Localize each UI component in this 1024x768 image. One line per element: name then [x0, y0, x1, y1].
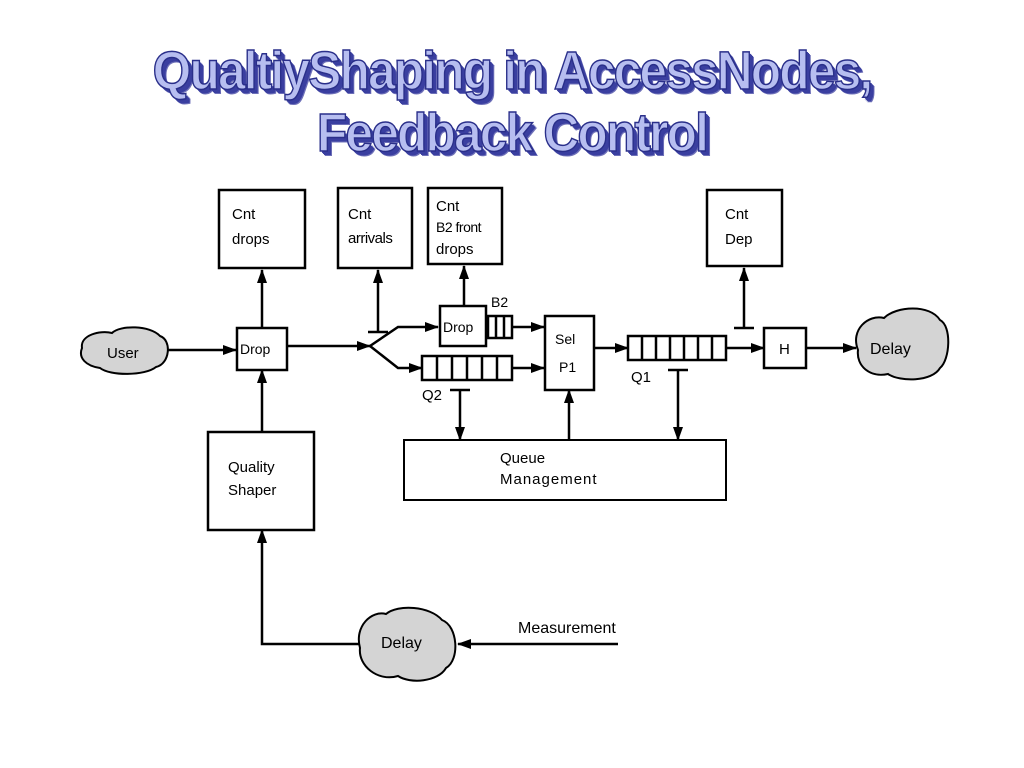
arrow-split-to-q2 [369, 345, 423, 373]
b2-label: B2 [491, 294, 508, 310]
q1-buffer [626, 334, 728, 362]
sel-label: Sel [555, 331, 575, 347]
arrow-delay-to-shaper [257, 529, 360, 646]
queue-management-line2: Management [500, 471, 598, 488]
delay-out-label: Delay [870, 341, 911, 358]
cnt-dep-line2: Dep [725, 231, 753, 248]
drop-main-box [235, 326, 289, 372]
cnt-drops-box [217, 188, 307, 270]
drop-main-label: Drop [240, 341, 271, 357]
b2-buffer [486, 314, 514, 340]
quality-shaper-line2: Shaper [228, 482, 276, 499]
cnt-b2-line2: B2 front [436, 219, 482, 235]
queue-management-box [403, 439, 727, 501]
cnt-arrivals-line2: arrivals [348, 230, 392, 247]
user-label: User [107, 345, 139, 362]
cnt-dep-line1: Cnt [725, 206, 749, 223]
quality-shaper-box [206, 430, 316, 532]
user-cloud [80, 326, 169, 375]
cnt-drops-line1: Cnt [232, 206, 256, 223]
drop-b2-label: Drop [443, 319, 474, 335]
p1-label: P1 [559, 359, 576, 375]
delay-feedback-label: Delay [381, 635, 422, 652]
q2-label: Q2 [422, 387, 442, 404]
cnt-dep-box [705, 188, 784, 268]
sel-p1-box [543, 314, 596, 392]
queue-management-line1: Queue [500, 450, 545, 467]
cnt-arrivals-line1: Cnt [348, 206, 372, 223]
h-box [762, 326, 808, 370]
slide-title: QualtiyShaping in AccessNodes, Feedback … [152, 40, 874, 164]
cnt-b2-line3: drops [436, 241, 474, 258]
cnt-b2-line1: Cnt [436, 198, 460, 215]
cnt-arrivals-box [336, 186, 414, 270]
delay-out-cloud [855, 307, 950, 381]
drop-b2-box [438, 304, 488, 348]
arrow-split-to-drop-b2 [369, 322, 439, 348]
q1-label: Q1 [631, 369, 651, 386]
cnt-b2-front-drops-box [426, 186, 504, 266]
quality-shaper-line1: Quality [228, 459, 275, 476]
delay-feedback-cloud [357, 606, 457, 682]
cnt-drops-line2: drops [232, 231, 270, 248]
h-label: H [779, 341, 790, 358]
measurement-label: Measurement [518, 620, 616, 637]
q2-buffer [420, 354, 514, 382]
